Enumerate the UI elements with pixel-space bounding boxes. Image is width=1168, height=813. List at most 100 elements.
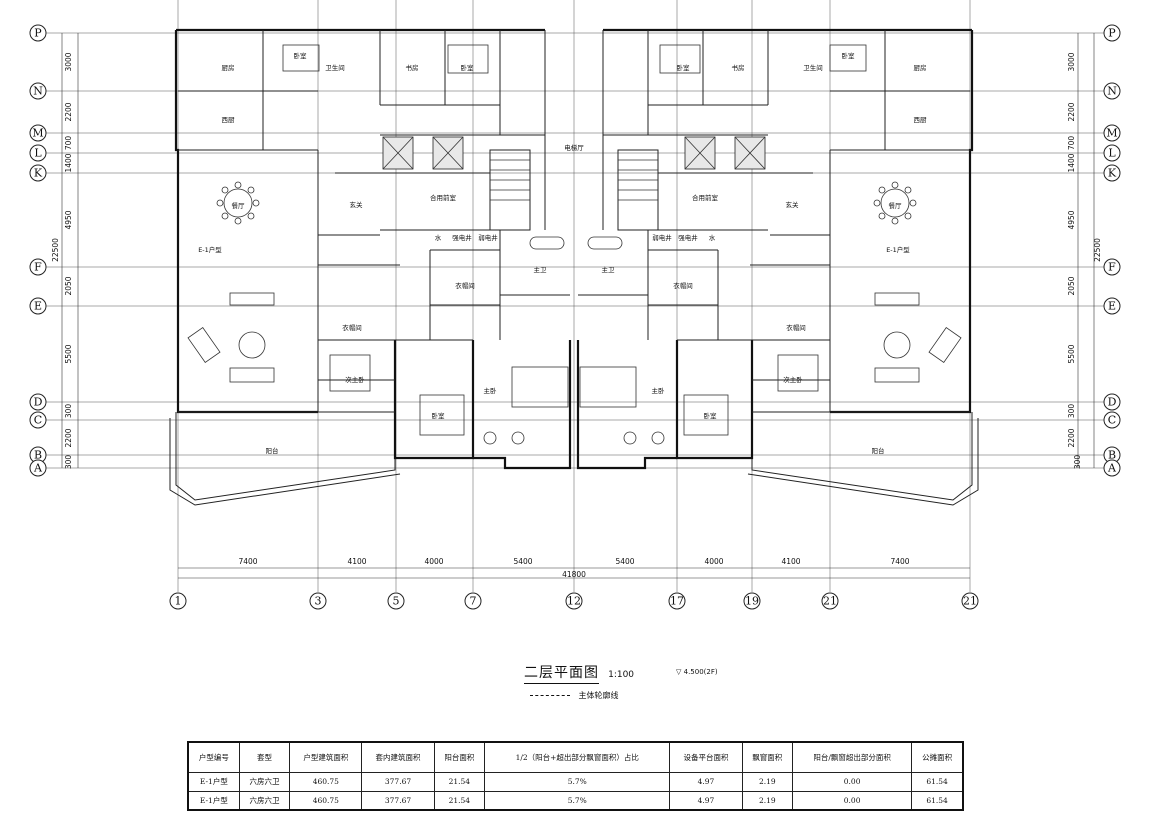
room-label-elevator-hall: 合用前室 (692, 193, 719, 202)
room-label-strong-electric: 强电井 (678, 233, 698, 242)
axis-label: 17 (670, 595, 684, 608)
drawing-title-block: 二层平面图 1:100 (524, 662, 634, 684)
room-label-kitchen: 厨房 (222, 63, 235, 72)
table-cell: 六房六卫 (238, 790, 291, 811)
dining-table-left (216, 181, 260, 225)
dim-total: 22500 (1093, 238, 1102, 262)
table-header: 飘窗面积 (741, 741, 794, 773)
axis-label: L (1108, 147, 1116, 160)
table-header: 公摊面积 (911, 741, 964, 773)
dim-label: 2200 (64, 428, 73, 447)
axis-label: 7 (470, 595, 477, 608)
axis-label: F (34, 261, 42, 274)
axis-label: K (1108, 167, 1117, 180)
room-label-strong-electric: 强电井 (452, 233, 472, 242)
dim-label: 4950 (1067, 210, 1076, 229)
room-label-secondary-master: 次主卧 (345, 375, 365, 384)
bottom-dimensions: 7400 4100 4000 5400 5400 4000 4100 7400 … (178, 557, 970, 579)
room-label-foyer: 玄关 (350, 200, 364, 209)
axis-label: 12 (567, 595, 581, 608)
dim-label: 2200 (1067, 102, 1076, 121)
axis-label: N (1107, 85, 1117, 98)
axis-label: E (1108, 300, 1116, 313)
table-cell: 377.67 (361, 790, 435, 811)
dining-table-right (873, 181, 917, 225)
table-cell: E-1户型 (187, 790, 240, 811)
room-label-bedroom: 卧室 (432, 411, 446, 420)
table-header: 阳台面积 (433, 741, 486, 773)
room-label-bathroom: 卫生间 (325, 63, 345, 72)
room-label-dining: 餐厅 (232, 201, 246, 210)
table-cell: 六房六卫 (238, 771, 291, 792)
dim-total: 41800 (562, 570, 586, 579)
dim-total: 22500 (51, 238, 60, 262)
column-grid-lines (177, 0, 971, 592)
dim-label: 4100 (347, 557, 366, 566)
table-cell: 377.67 (361, 771, 435, 792)
bathtubs (529, 236, 623, 250)
level-mark: ▽ 4.500(2F) (676, 668, 718, 676)
dim-label: 2050 (1067, 276, 1076, 295)
table-cell: 4.97 (669, 790, 743, 811)
stairs (489, 149, 659, 231)
axis-label: A (1107, 462, 1117, 475)
axis-label: L (34, 147, 42, 160)
room-label-master-bedroom: 主卧 (484, 386, 498, 395)
room-label-bathroom: 卫生间 (803, 63, 823, 72)
room-label-balcony: 阳台 (266, 446, 279, 455)
dim-label: 5400 (615, 557, 634, 566)
room-label-master-bath: 主卫 (534, 265, 548, 274)
dim-label: 300 (64, 455, 73, 470)
table-row: E-1户型 六房六卫 460.75 377.67 21.54 5.7% 4.97… (187, 771, 964, 792)
room-label-kitchen: 厨房 (914, 63, 927, 72)
beds (282, 44, 867, 445)
table-header-row: 户型编号 套型 户型建筑面积 套内建筑面积 阳台面积 1/2（阳台+超出部分飘窗… (187, 741, 964, 773)
axis-label: M (1106, 127, 1117, 140)
room-label-water-well: 水 (709, 233, 716, 242)
dim-label: 700 (1067, 136, 1076, 151)
dim-label: 4100 (781, 557, 800, 566)
room-label-bedroom: 卧室 (677, 63, 691, 72)
dim-label: 2200 (1067, 428, 1076, 447)
axis-label: P (1108, 27, 1116, 40)
drawing-scale: 1:100 (608, 670, 635, 680)
axis-label: 21 (963, 595, 977, 608)
room-label-cloakroom: 衣帽间 (786, 323, 806, 332)
axis-label: C (34, 414, 42, 427)
axis-label: B (1108, 449, 1116, 462)
table-cell: 460.75 (289, 771, 363, 792)
right-row-axis: P N M L K F E D C B A (1103, 24, 1121, 477)
dim-label: 7400 (238, 557, 257, 566)
axis-label: B (34, 449, 42, 462)
table-cell: 61.54 (911, 771, 964, 792)
table-header: 套型 (238, 741, 291, 773)
room-label-secondary-master: 次主卧 (783, 375, 803, 384)
room-label-study: 书房 (406, 63, 419, 72)
table-header: 1/2（阳台+超出部分飘窗面积）占比 (484, 741, 671, 773)
room-label-study: 书房 (732, 63, 745, 72)
dim-label: 300 (1067, 404, 1076, 419)
dim-label: 300 (1073, 455, 1082, 470)
table-cell: 21.54 (433, 790, 486, 811)
right-vertical-dimensions: 3000 2200 700 1400 4950 2050 5500 300 22… (1067, 33, 1102, 469)
table-cell: 2.19 (741, 771, 794, 792)
room-label-balcony: 阳台 (872, 446, 885, 455)
dim-label: 7400 (890, 557, 909, 566)
axis-label: 3 (315, 595, 322, 608)
axis-label: M (32, 127, 43, 140)
room-label-master-bedroom: 主卧 (652, 386, 666, 395)
dim-label: 2200 (64, 102, 73, 121)
table-row: E-1户型 六房六卫 460.75 377.67 21.54 5.7% 4.97… (187, 790, 964, 811)
table-cell: 2.19 (741, 790, 794, 811)
axis-label: C (1108, 414, 1116, 427)
room-label-cloakroom: 衣帽间 (673, 281, 693, 290)
dim-label: 4000 (424, 557, 443, 566)
level-triangle-icon: ▽ (676, 668, 682, 676)
axis-label: F (1108, 261, 1116, 274)
left-vertical-dimensions: 3000 2200 700 1400 4950 2050 5500 300 22… (51, 33, 79, 470)
room-label-elevator-hall: 合用前室 (430, 193, 457, 202)
dashed-line-icon (530, 695, 570, 696)
axis-label: E (34, 300, 42, 313)
dim-label: 4000 (704, 557, 723, 566)
table-cell: 460.75 (289, 790, 363, 811)
